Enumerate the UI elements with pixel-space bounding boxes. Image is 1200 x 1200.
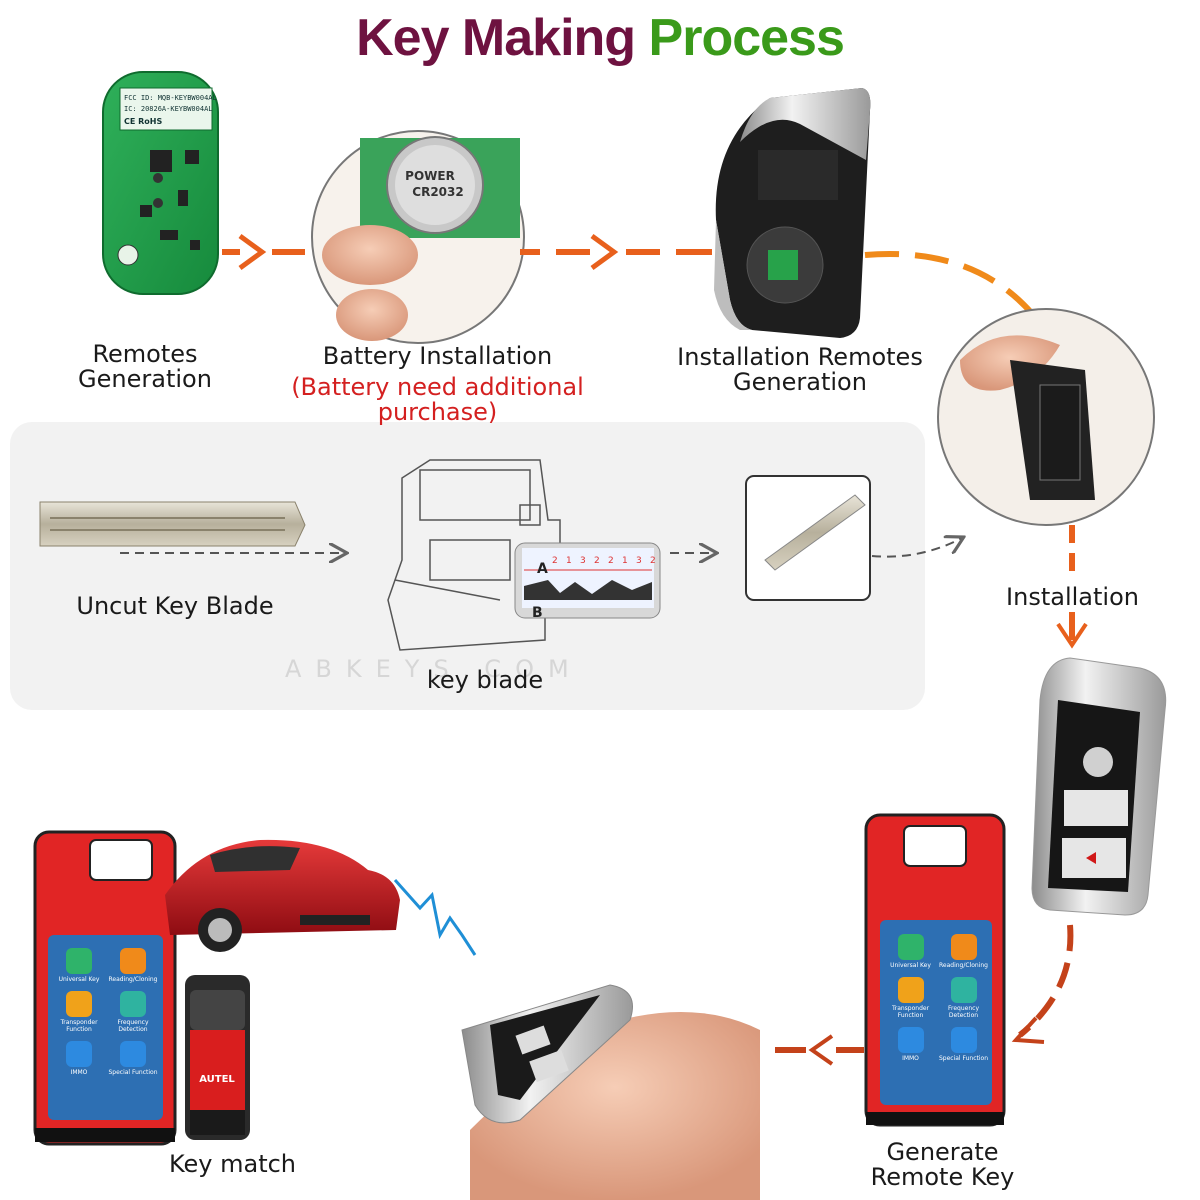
app-icon xyxy=(66,991,92,1017)
app-label: Reading/Cloning xyxy=(108,976,158,983)
app-tile[interactable]: Special Function xyxy=(937,1027,990,1062)
app-tile[interactable]: IMMO xyxy=(884,1027,937,1062)
cut-key-image xyxy=(745,475,871,601)
battery-installation-label: Battery Installation xyxy=(322,342,553,370)
app-tile[interactable]: IMMO xyxy=(52,1041,106,1076)
key-shell-back-image xyxy=(714,88,871,338)
app-tile[interactable]: Transponder Function xyxy=(884,977,937,1019)
installation-remotes-line2: Generation xyxy=(733,368,867,396)
pcb-ic-text: IC: 20826A-KEYBW004AL xyxy=(124,105,213,113)
step-key-blade: key blade xyxy=(426,666,544,694)
app-label: Frequency Detection xyxy=(948,1005,979,1019)
generate-line2: Remote Key xyxy=(870,1163,1015,1191)
finished-key-fob-image xyxy=(1031,657,1167,916)
app-label: Frequency Detection xyxy=(117,1019,149,1033)
app-icon xyxy=(120,991,146,1017)
red-car-image xyxy=(165,839,400,952)
dongle-brand-text: AUTEL xyxy=(199,1074,235,1085)
app-label: Transponder Function xyxy=(891,1005,930,1019)
app-tile[interactable]: Frequency Detection xyxy=(106,991,160,1033)
generate-line1: Generate xyxy=(886,1138,999,1166)
cut-depth-label: 2 xyxy=(608,556,614,566)
installation-image xyxy=(937,308,1155,526)
app-icon xyxy=(950,977,977,1003)
app-label: Special Function xyxy=(938,1055,989,1062)
step-generate-remote-key: Generate Remote Key xyxy=(860,1140,1025,1190)
cut-depth-label: 1 xyxy=(566,556,572,566)
cut-depth-label: 1 xyxy=(622,556,628,566)
arrow-2 xyxy=(520,233,712,271)
step-uncut-key-blade: Uncut Key Blade xyxy=(76,592,274,620)
cut-depth-label: 3 xyxy=(636,556,642,566)
app-tile[interactable]: Transponder Function xyxy=(52,991,106,1033)
app-icon xyxy=(897,1027,924,1053)
panel-arrow-3 xyxy=(871,538,962,558)
arrow-5-head xyxy=(1056,622,1088,649)
app-tile[interactable]: Reading/Cloning xyxy=(937,934,990,969)
track-b-label: B xyxy=(532,605,543,621)
battery-model-text: CR2032 xyxy=(412,185,463,199)
app-icon xyxy=(120,1041,146,1067)
app-icon xyxy=(66,1041,92,1067)
arrow-6-curve xyxy=(1018,924,1074,1038)
app-label: Universal Key xyxy=(890,962,931,969)
app-icon xyxy=(120,948,146,974)
app-icon xyxy=(897,977,924,1003)
app-label: IMMO xyxy=(70,1069,88,1076)
watermark-text: ABKEYS.COM xyxy=(285,655,583,683)
app-icon xyxy=(897,934,924,960)
app-icon xyxy=(950,1027,977,1053)
app-label: Reading/Cloning xyxy=(939,962,988,969)
pcb-board-image xyxy=(102,71,219,295)
step-installation: Installation xyxy=(1006,583,1139,611)
vci-dongle-image xyxy=(185,975,250,1140)
app-tile[interactable]: Reading/Cloning xyxy=(106,948,160,983)
title-part2: Process xyxy=(648,9,845,67)
arrow-6-head xyxy=(1011,1016,1045,1044)
track-a-label: A xyxy=(537,561,548,577)
step-battery-installation: Battery Installation (Battery need addit… xyxy=(240,344,635,425)
pcb-marks-text: CE RoHS xyxy=(124,117,162,126)
app-tile[interactable]: Universal Key xyxy=(52,948,106,983)
page-title: Key Making Process xyxy=(0,8,1200,68)
remotes-generation-line2: Generation xyxy=(78,365,212,393)
app-label: Transponder Function xyxy=(60,1019,98,1033)
arrow-7 xyxy=(775,1034,864,1066)
hand-with-key-image xyxy=(461,984,760,1200)
cut-depth-diagram xyxy=(514,542,661,619)
remotes-generation-line1: Remotes xyxy=(92,340,198,368)
pcb-fcc-text: FCC ID: MQB-KEYBW004AL xyxy=(124,94,217,102)
app-label: IMMO xyxy=(902,1055,919,1062)
app-tile[interactable]: Special Function xyxy=(106,1041,160,1076)
app-icon xyxy=(950,934,977,960)
signal-zigzag xyxy=(393,879,477,956)
installation-remotes-line1: Installation Remotes xyxy=(677,343,923,371)
title-part1: Key Making xyxy=(356,9,636,67)
app-label: Universal Key xyxy=(58,976,100,983)
step-installation-remotes-generation: Installation Remotes Generation xyxy=(670,345,930,395)
arrow-1 xyxy=(222,233,305,271)
app-icon xyxy=(66,948,92,974)
cut-depth-label: 2 xyxy=(650,556,656,566)
battery-note: (Battery need additional purchase) xyxy=(291,373,584,426)
cut-depth-label: 3 xyxy=(580,556,586,566)
cut-depth-label: 2 xyxy=(552,556,558,566)
battery-brand-text: POWER xyxy=(405,169,455,183)
battery-installation-image xyxy=(311,130,525,344)
step-remotes-generation: Remotes Generation xyxy=(60,342,230,392)
cut-depth-label: 2 xyxy=(594,556,600,566)
app-label: Special Function xyxy=(108,1069,158,1076)
app-tile[interactable]: Universal Key xyxy=(884,934,937,969)
app-tile[interactable]: Frequency Detection xyxy=(937,977,990,1019)
step-key-match: Key match xyxy=(168,1150,297,1178)
uncut-blade-image xyxy=(39,501,306,547)
